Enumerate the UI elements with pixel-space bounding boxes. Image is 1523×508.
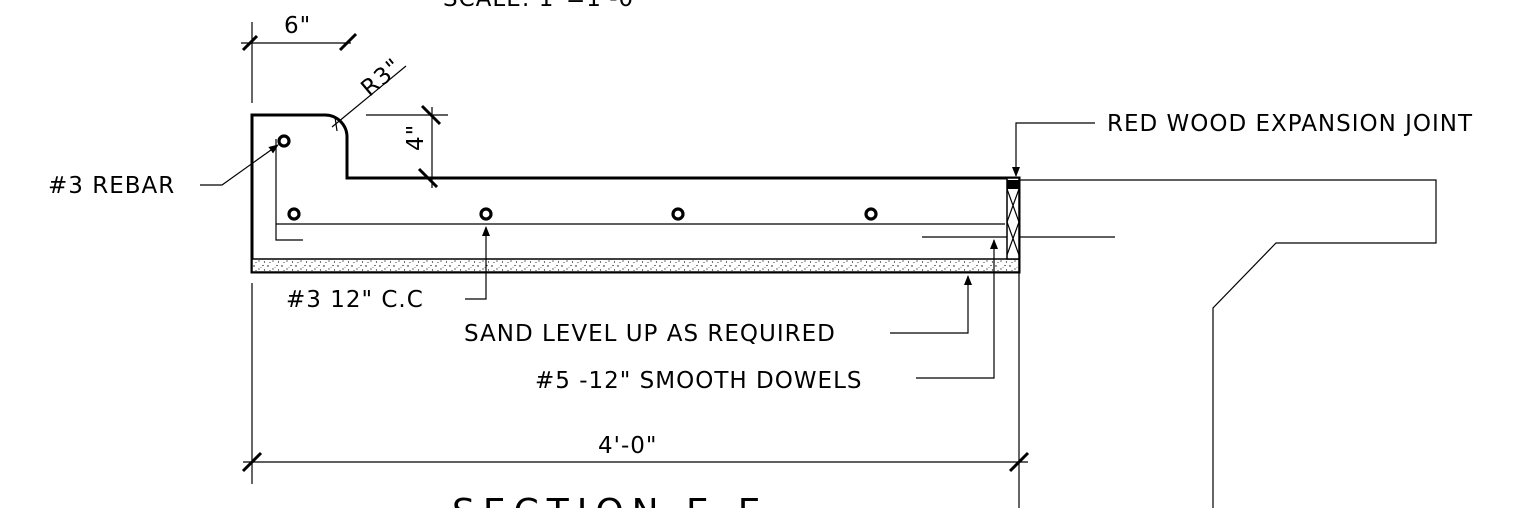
dim-6in-tick (241, 34, 259, 52)
dowels-leader (916, 239, 998, 379)
dim-4in-tick (420, 104, 442, 126)
expansion-joint-callout: RED WOOD EXPANSION JOINT (1107, 111, 1473, 137)
expansion-joint-cap (1007, 180, 1019, 189)
radius-label: R3" (356, 54, 407, 102)
rebar-callout: #3 REBAR (48, 173, 175, 199)
rebar-dot (287, 207, 301, 221)
section-title: SECTION E-E (452, 492, 769, 508)
scale-label: SCALE: 1"=1'-0" (443, 0, 646, 12)
expansion-joint-hatch (1006, 188, 1020, 256)
dowels-callout: #5 -12" SMOOTH DOWELS (535, 368, 862, 394)
rebar-spacing-callout: #3 12" C.C (286, 287, 424, 313)
rebar-dot (864, 207, 878, 221)
adjacent-slab (1019, 179, 1437, 508)
slab-outline (250, 113, 1021, 274)
rebar-leader (200, 144, 279, 186)
dim-6in-tick (338, 32, 358, 52)
dim-6in-label: 6" (284, 13, 311, 39)
rebar-spacing-leader (465, 226, 490, 300)
sand-leader (890, 275, 972, 334)
dim-overall-tick (241, 451, 263, 473)
expansion-joint-leader (1012, 122, 1095, 177)
dim-4in-label: 4" (403, 124, 429, 151)
rebar-dot (479, 207, 493, 221)
rebar-dot (671, 207, 685, 221)
dim-overall-label: 4'-0" (598, 433, 657, 459)
rebar-dot (277, 134, 291, 148)
dim-overall-tick (1008, 451, 1030, 473)
vertical-rebar-line (275, 139, 303, 241)
radius-leader (331, 65, 407, 128)
dim-4in-tick (417, 167, 439, 189)
sand-layer (251, 258, 1020, 273)
expansion-joint-hatch (1006, 188, 1020, 256)
sand-callout: SAND LEVEL UP AS REQUIRED (464, 321, 836, 347)
